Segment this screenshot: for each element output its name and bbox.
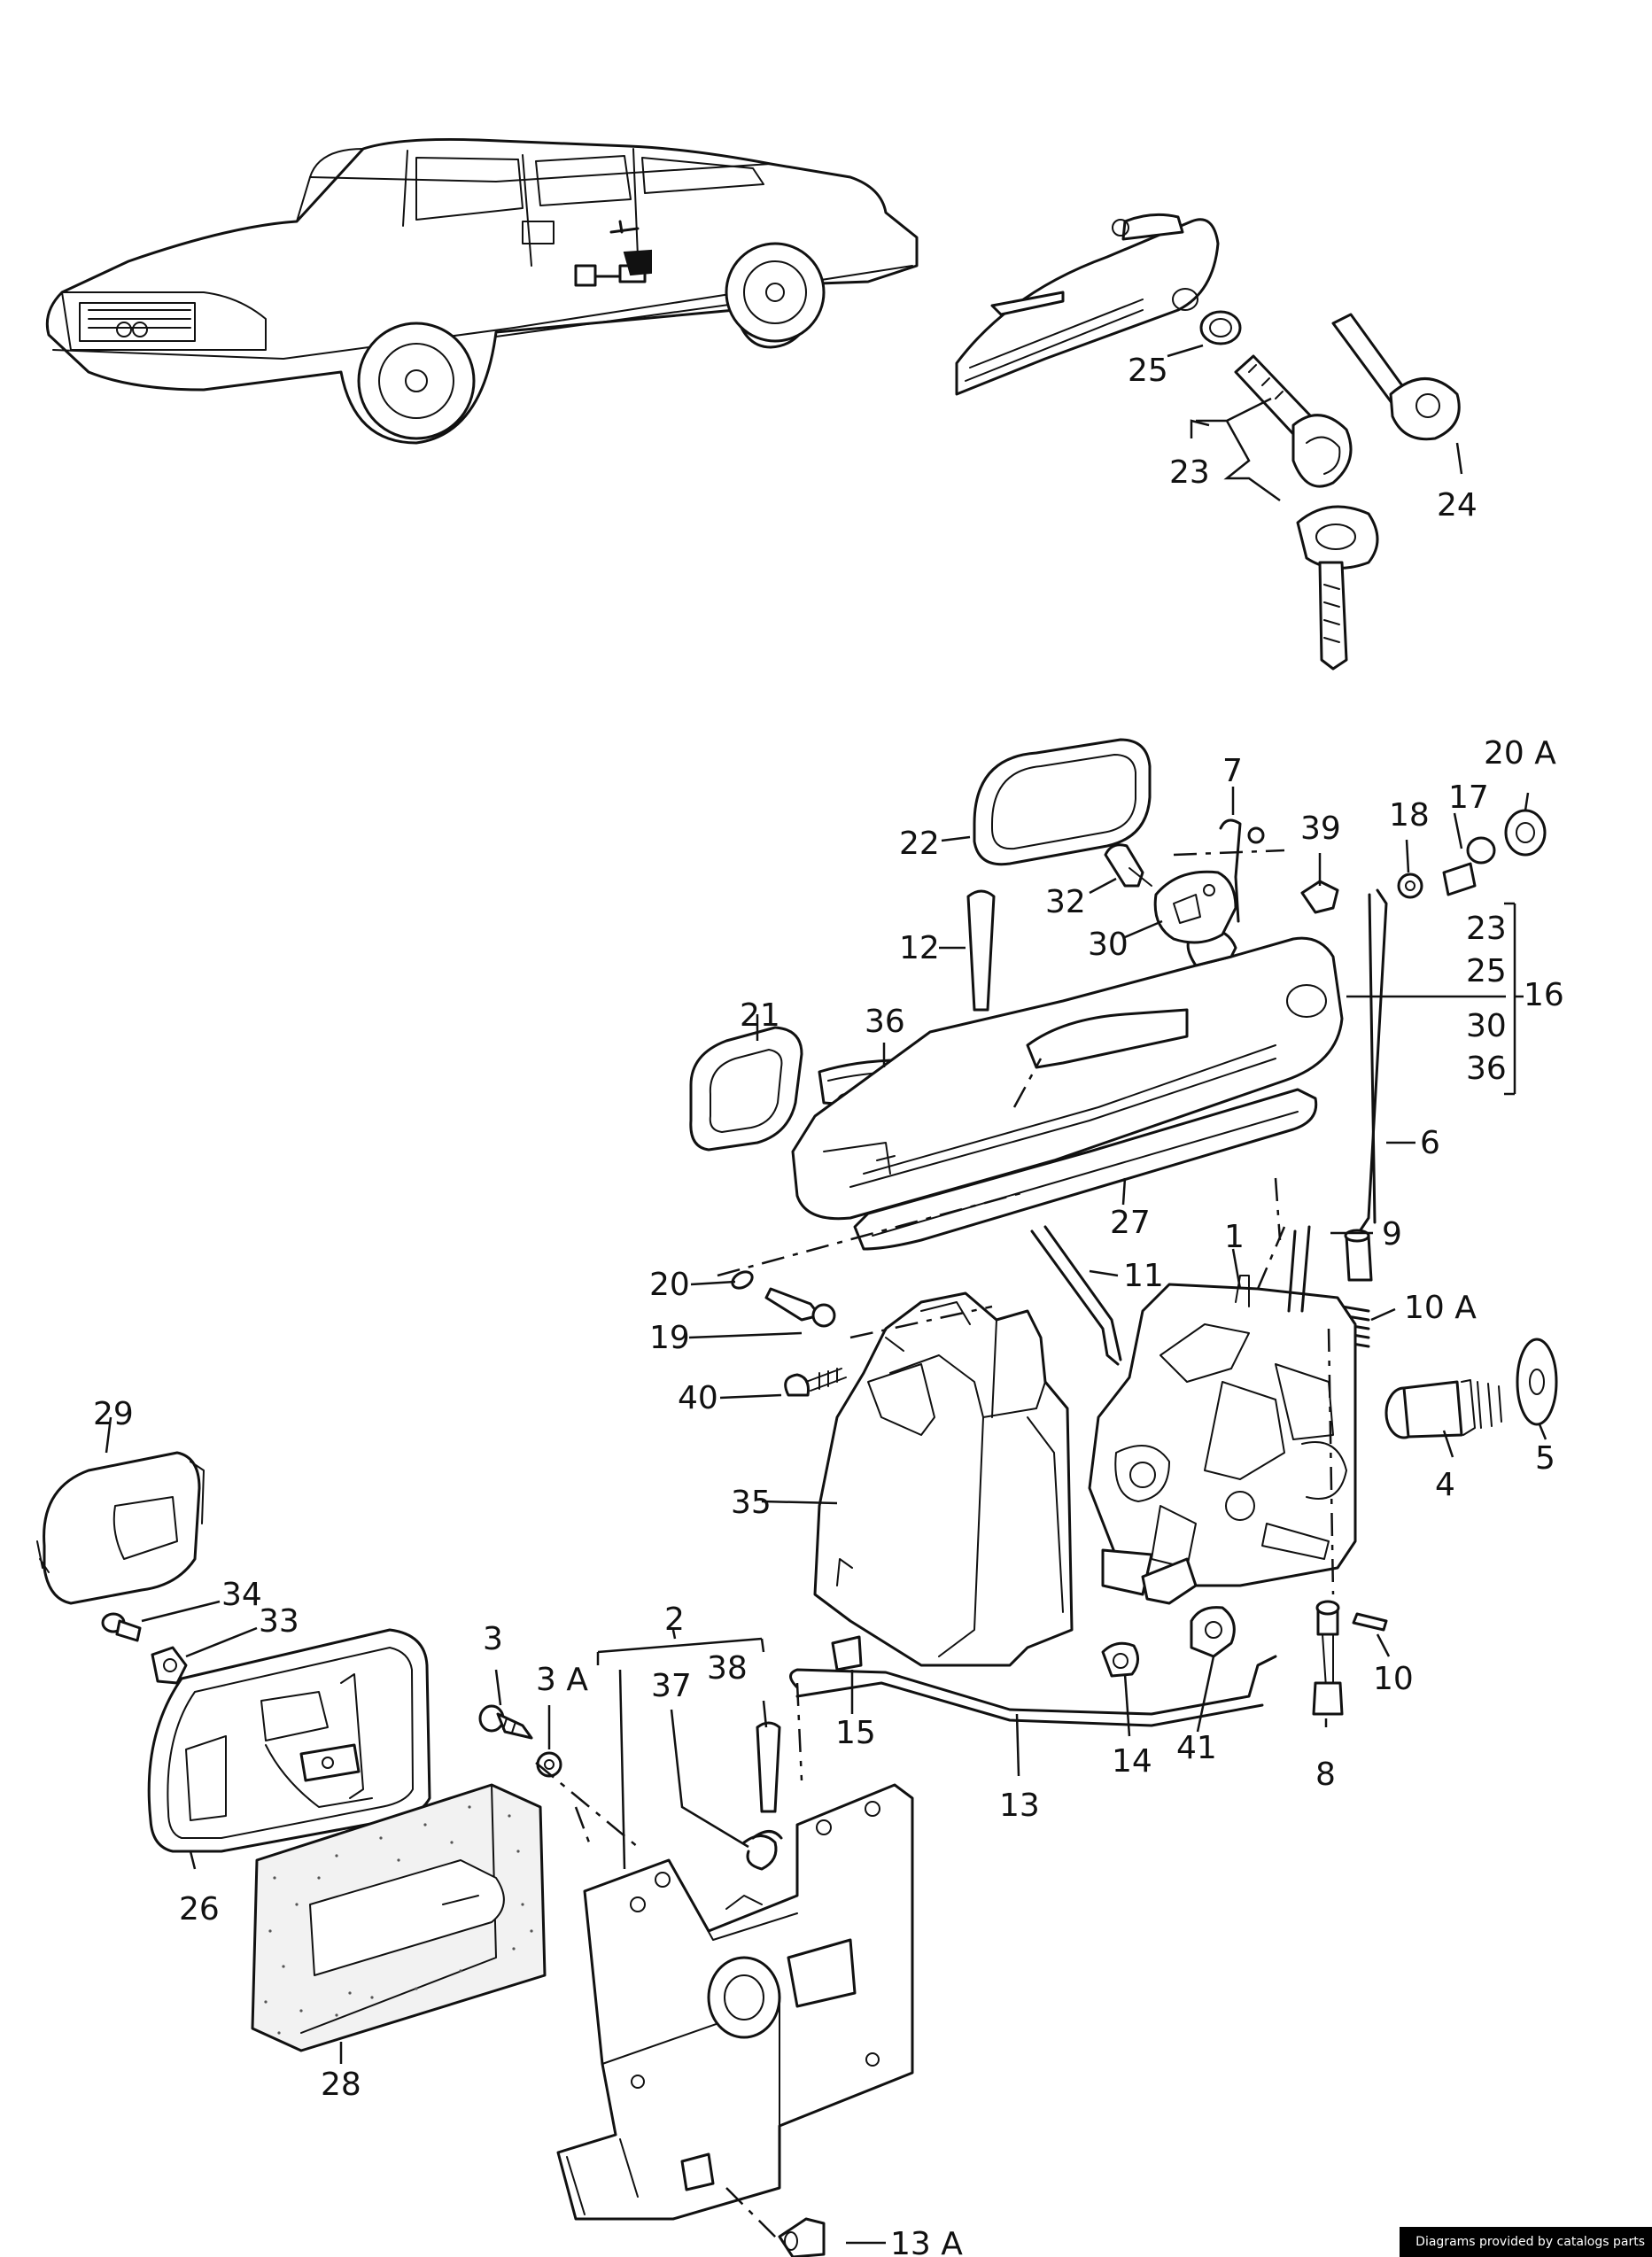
screw-32 — [1104, 843, 1152, 888]
label-16-group-30: 30 — [1466, 1008, 1507, 1044]
trim-26 — [147, 1628, 431, 1853]
outer-handle-detail — [955, 213, 1220, 396]
label-16: 16 — [1524, 977, 1564, 1013]
rod-11 — [1030, 1225, 1122, 1366]
label-13: 13 — [999, 1788, 1040, 1824]
foam-pad-28 — [251, 1783, 547, 2052]
rod-end-9 — [1344, 1229, 1373, 1282]
clip-14 — [1101, 1641, 1139, 1678]
washer-20 — [731, 1270, 754, 1290]
lock-housing-30 — [1153, 870, 1237, 944]
rod-13 — [789, 1655, 1277, 1727]
label-23: 23 — [1169, 454, 1210, 491]
spring-37 — [742, 1830, 783, 1871]
clip-7 — [1219, 818, 1265, 923]
label-3: 3 — [483, 1621, 503, 1657]
rod-end-8 — [1312, 1600, 1344, 1716]
label-38: 38 — [707, 1650, 748, 1687]
key-upper — [1331, 313, 1461, 441]
label-39: 39 — [1300, 811, 1341, 847]
label-34: 34 — [221, 1577, 262, 1613]
cover-35 — [813, 1291, 1074, 1667]
nut-33 — [151, 1646, 188, 1685]
label-16-group-23: 23 — [1466, 911, 1507, 947]
label-20a: 20 A — [1484, 735, 1556, 772]
label-10: 10 — [1373, 1661, 1414, 1697]
label-2: 2 — [664, 1602, 685, 1638]
pin-10 — [1352, 1612, 1388, 1632]
label-12: 12 — [899, 930, 940, 966]
label-40: 40 — [678, 1380, 718, 1416]
lock-cylinder-assembly — [1199, 310, 1353, 488]
label-41: 41 — [1176, 1730, 1217, 1766]
label-4: 4 — [1435, 1467, 1455, 1503]
part-number-labels: 25 23 24 22 7 39 18 17 20 A 32 30 12 23 … — [93, 353, 1564, 2257]
label-29: 29 — [93, 1396, 134, 1432]
credit-text: Diagrams provided by catalogs parts — [1415, 2235, 1645, 2249]
label-35: 35 — [731, 1485, 772, 1521]
label-37: 37 — [651, 1668, 692, 1704]
clip-15 — [831, 1635, 863, 1671]
washer-5 — [1516, 1338, 1558, 1426]
key-lower — [1296, 505, 1379, 671]
screw-19 — [764, 1287, 836, 1328]
label-3a: 3 A — [536, 1662, 588, 1698]
screw-40 — [784, 1368, 847, 1397]
inner-handle-bracket-2 — [556, 1783, 914, 2221]
label-8: 8 — [1315, 1757, 1336, 1793]
label-26: 26 — [179, 1891, 220, 1927]
assembly-center-lines — [535, 849, 1335, 2242]
striker-bolt-4 — [1384, 1379, 1502, 1439]
label-10a: 10 A — [1404, 1290, 1477, 1326]
door-handle-16 — [791, 927, 1344, 1221]
car-overview-illustration — [45, 137, 919, 445]
cap-29 — [36, 1451, 205, 1605]
label-13a: 13 A — [890, 2226, 963, 2257]
label-1: 1 — [1224, 1219, 1245, 1255]
clip-39 — [1300, 880, 1339, 914]
leader-lines — [105, 344, 1547, 2245]
credit-banner: Diagrams provided by catalogs parts — [1400, 2227, 1652, 2257]
label-28: 28 — [321, 2067, 361, 2103]
door-lock-1 — [1088, 1225, 1357, 1605]
label-20: 20 — [649, 1267, 690, 1303]
screw-34 — [101, 1612, 142, 1642]
washer-18 — [1397, 873, 1423, 899]
label-21: 21 — [740, 997, 780, 1034]
label-6: 6 — [1420, 1125, 1440, 1161]
gasket-21 — [689, 1026, 803, 1152]
label-14: 14 — [1112, 1743, 1152, 1780]
label-16-group-25: 25 — [1466, 953, 1507, 989]
label-24: 24 — [1437, 487, 1477, 524]
label-19: 19 — [649, 1320, 690, 1356]
bolt-17 — [1442, 836, 1496, 896]
bushing-20a — [1504, 809, 1547, 857]
label-27: 27 — [1110, 1205, 1151, 1241]
label-36: 36 — [865, 1004, 905, 1040]
gasket-22 — [973, 738, 1152, 866]
label-33: 33 — [259, 1603, 299, 1640]
label-11: 11 — [1123, 1258, 1164, 1294]
label-32: 32 — [1045, 884, 1086, 920]
rod-6 — [1358, 888, 1388, 1233]
clip-41 — [1190, 1606, 1236, 1658]
label-22: 22 — [899, 826, 940, 862]
label-15: 15 — [835, 1715, 876, 1751]
label-9: 9 — [1382, 1216, 1402, 1253]
label-17: 17 — [1448, 779, 1489, 816]
label-30: 30 — [1088, 927, 1128, 963]
label-5: 5 — [1535, 1440, 1555, 1477]
pin-38 — [756, 1721, 781, 1813]
label-18: 18 — [1389, 797, 1430, 834]
label-16-group-36: 36 — [1466, 1051, 1507, 1087]
label-25: 25 — [1128, 353, 1168, 389]
screw-3 — [478, 1704, 533, 1740]
label-7: 7 — [1222, 753, 1243, 789]
clip-13a — [778, 2217, 826, 2257]
